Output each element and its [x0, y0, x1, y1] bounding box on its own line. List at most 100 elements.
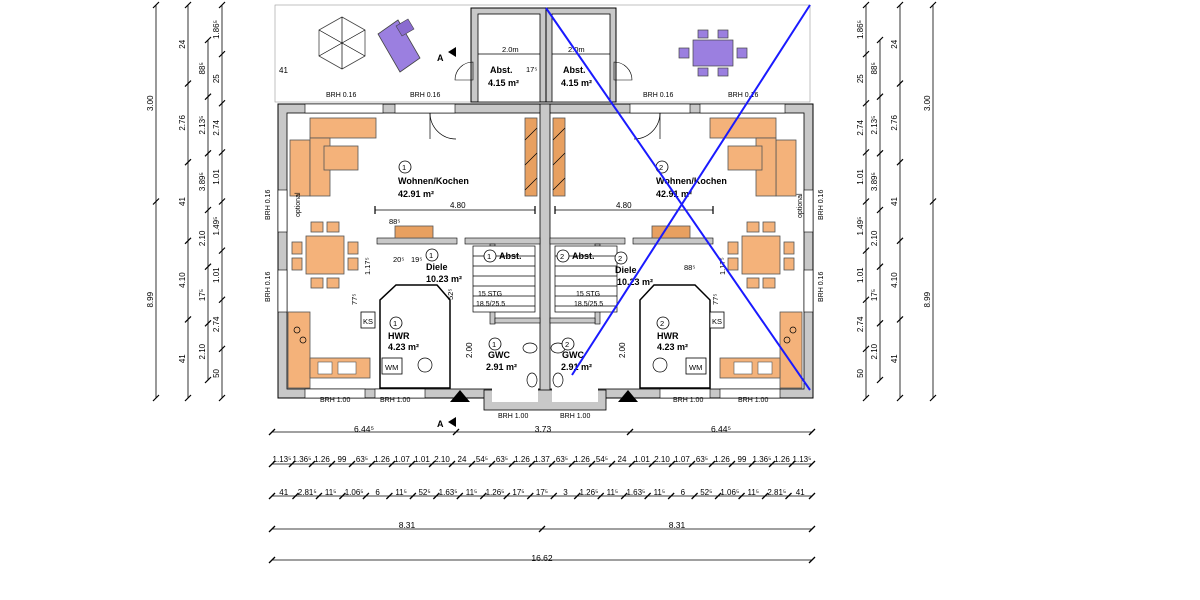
brh-side-l1: BRH 0.16	[265, 190, 272, 220]
wm-label-right: WM	[689, 363, 702, 372]
shed-left-area: 4.15 m²	[488, 78, 519, 88]
side-dim-label-c3-right: 1.01	[856, 169, 865, 185]
brh-bot-1: BRH 1.00	[320, 397, 350, 404]
svg-text:Wohnen/Kochen: Wohnen/Kochen	[398, 176, 469, 186]
brh-bot-4: BRH 1.00	[560, 413, 590, 420]
dim-label-row2: 1.26	[374, 455, 390, 464]
brh-bot-5: BRH 1.00	[673, 397, 703, 404]
side-dim-label-c2-right: 41	[890, 354, 899, 363]
kitchen-left	[287, 311, 376, 389]
svg-text:10.23 m²: 10.23 m²	[617, 277, 653, 287]
dim-label-row3: 1.26⁵	[486, 488, 505, 497]
dim-label-row2: 1.26	[514, 455, 530, 464]
dim-label-row2: 1.01	[414, 455, 430, 464]
dim-label-row4: 8.31	[669, 520, 686, 530]
side-dim-label-c3-left: 2.74	[212, 119, 221, 135]
dim-label-row3: 1.06⁵	[720, 488, 739, 497]
dim-label-row2: 63⁵	[696, 455, 708, 464]
dining-set-right	[727, 221, 795, 289]
room-abst-left: 1 Abst.	[483, 249, 522, 263]
svg-text:4.23 m²: 4.23 m²	[388, 342, 419, 352]
dim-label-row2: 2.10	[434, 455, 450, 464]
section-label-bottom: A	[437, 419, 444, 429]
dim-19-left: 19⁵	[411, 255, 422, 264]
svg-text:4.23 m²: 4.23 m²	[657, 342, 688, 352]
brh-side-r1: BRH 0.16	[818, 190, 825, 220]
side-dim-label-c4-right: 2.10	[870, 230, 879, 246]
dim-label-row4: 8.31	[399, 520, 416, 530]
sun-lounger-icon	[377, 18, 421, 73]
sofa-right	[709, 117, 797, 197]
dim-52-left: 52⁵	[446, 289, 455, 300]
shed-left-name: Abst.	[490, 65, 513, 75]
dim-label-row5: 16.62	[531, 553, 553, 563]
dim-label-row2: 54⁵	[476, 455, 488, 464]
shed-left-door	[454, 61, 474, 81]
section-arrow-bottom	[448, 417, 456, 427]
dim-label-row3: 2.81⁵	[767, 488, 786, 497]
dim-label-row1: 3.73	[535, 424, 552, 434]
cross-out-overlay	[545, 4, 811, 391]
svg-text:1: 1	[487, 252, 491, 261]
dim-200-left: 2.00	[465, 342, 474, 358]
dim-label-row2: 1.36⁵	[293, 455, 312, 464]
hwr-right-walls	[639, 284, 711, 389]
dim-label-row2: 99	[738, 455, 747, 464]
svg-text:10.23 m²: 10.23 m²	[426, 274, 462, 284]
dim-label-row2: 1.26	[574, 455, 590, 464]
dim-label-row3: 1.26⁵	[580, 488, 599, 497]
svg-text:1: 1	[429, 251, 433, 260]
brh-top-1: BRH 0.16	[326, 92, 356, 99]
brh-side-l2: BRH 0.16	[265, 272, 272, 302]
dim-label-row3: 6	[375, 488, 380, 497]
side-dim-label-c2-left: 41	[178, 197, 187, 206]
stair-right-steps: 15 STG	[576, 291, 600, 298]
dim-label-row2: 54⁵	[596, 455, 608, 464]
dim-label-row3: 17⁵	[536, 488, 548, 497]
dim-label-row3: 17⁵	[512, 488, 524, 497]
svg-text:2.91 m²: 2.91 m²	[486, 362, 517, 372]
room-wohnen-left: 1 Wohnen/Kochen 42.91 m²	[398, 160, 469, 199]
dim-label-row2: 63⁵	[496, 455, 508, 464]
shed-left-dim: 2.0m	[502, 45, 519, 54]
sofa-left	[289, 117, 377, 197]
entrance-left-icon	[450, 390, 470, 402]
interior-dim-480-left	[374, 206, 536, 214]
dim-label-row3: 41	[796, 488, 805, 497]
svg-text:HWR: HWR	[657, 331, 679, 341]
dim-117-left: 1.17⁵	[363, 257, 372, 275]
side-dim-label-c4-right: 17⁵	[870, 289, 879, 301]
svg-text:HWR: HWR	[388, 331, 410, 341]
side-dim-label-c3-left: 2.74	[212, 316, 221, 332]
stair-left	[472, 245, 536, 313]
dim-label-row3: 6	[681, 488, 686, 497]
side-dim-label-c4-left: 17⁵	[198, 289, 207, 301]
dim-label-row3: 11⁵	[607, 488, 619, 497]
svg-text:2: 2	[560, 252, 564, 261]
side-dim-label-c4-right: 2.13⁵	[870, 116, 879, 135]
side-dim-label-c3-left: 1.49⁵	[212, 217, 221, 236]
side-dim-label-c1-right: 8.99	[923, 291, 932, 307]
room-diele-left: 1 Diele 10.23 m²	[425, 248, 462, 284]
dim-label-row3: 1.06⁵	[345, 488, 364, 497]
dim-480-right: 4.80	[616, 201, 632, 210]
dim-label-row2: 1.26	[774, 455, 790, 464]
brh-side-r2: BRH 0.16	[818, 272, 825, 302]
room-abst-right: 2 Abst.	[556, 249, 595, 263]
side-dim-label-c1-right: 3.00	[923, 95, 932, 111]
side-dim-label-c3-right: 1.86⁵	[856, 20, 865, 39]
svg-text:Diele: Diele	[615, 265, 637, 275]
svg-text:Abst.: Abst.	[499, 251, 522, 261]
terrace-table-icon	[678, 29, 748, 77]
ks-label-right: KS	[712, 317, 722, 326]
side-dim-label-c2-right: 41	[890, 197, 899, 206]
side-dim-label-c2-right: 24	[890, 39, 899, 48]
dim-label-row3: 2.81⁵	[298, 488, 317, 497]
side-dimension-chains: 3.008.993.008.99242.76414.1041242.76414.…	[146, 1, 937, 402]
side-dim-label-c1-left: 3.00	[146, 95, 155, 111]
side-dim-label-c3-right: 1.49⁵	[856, 217, 865, 236]
room-hwr-right: 2 HWR 4.23 m²	[656, 316, 688, 352]
dim-label-row3: 52⁵	[418, 488, 430, 497]
svg-text:2: 2	[659, 163, 663, 172]
